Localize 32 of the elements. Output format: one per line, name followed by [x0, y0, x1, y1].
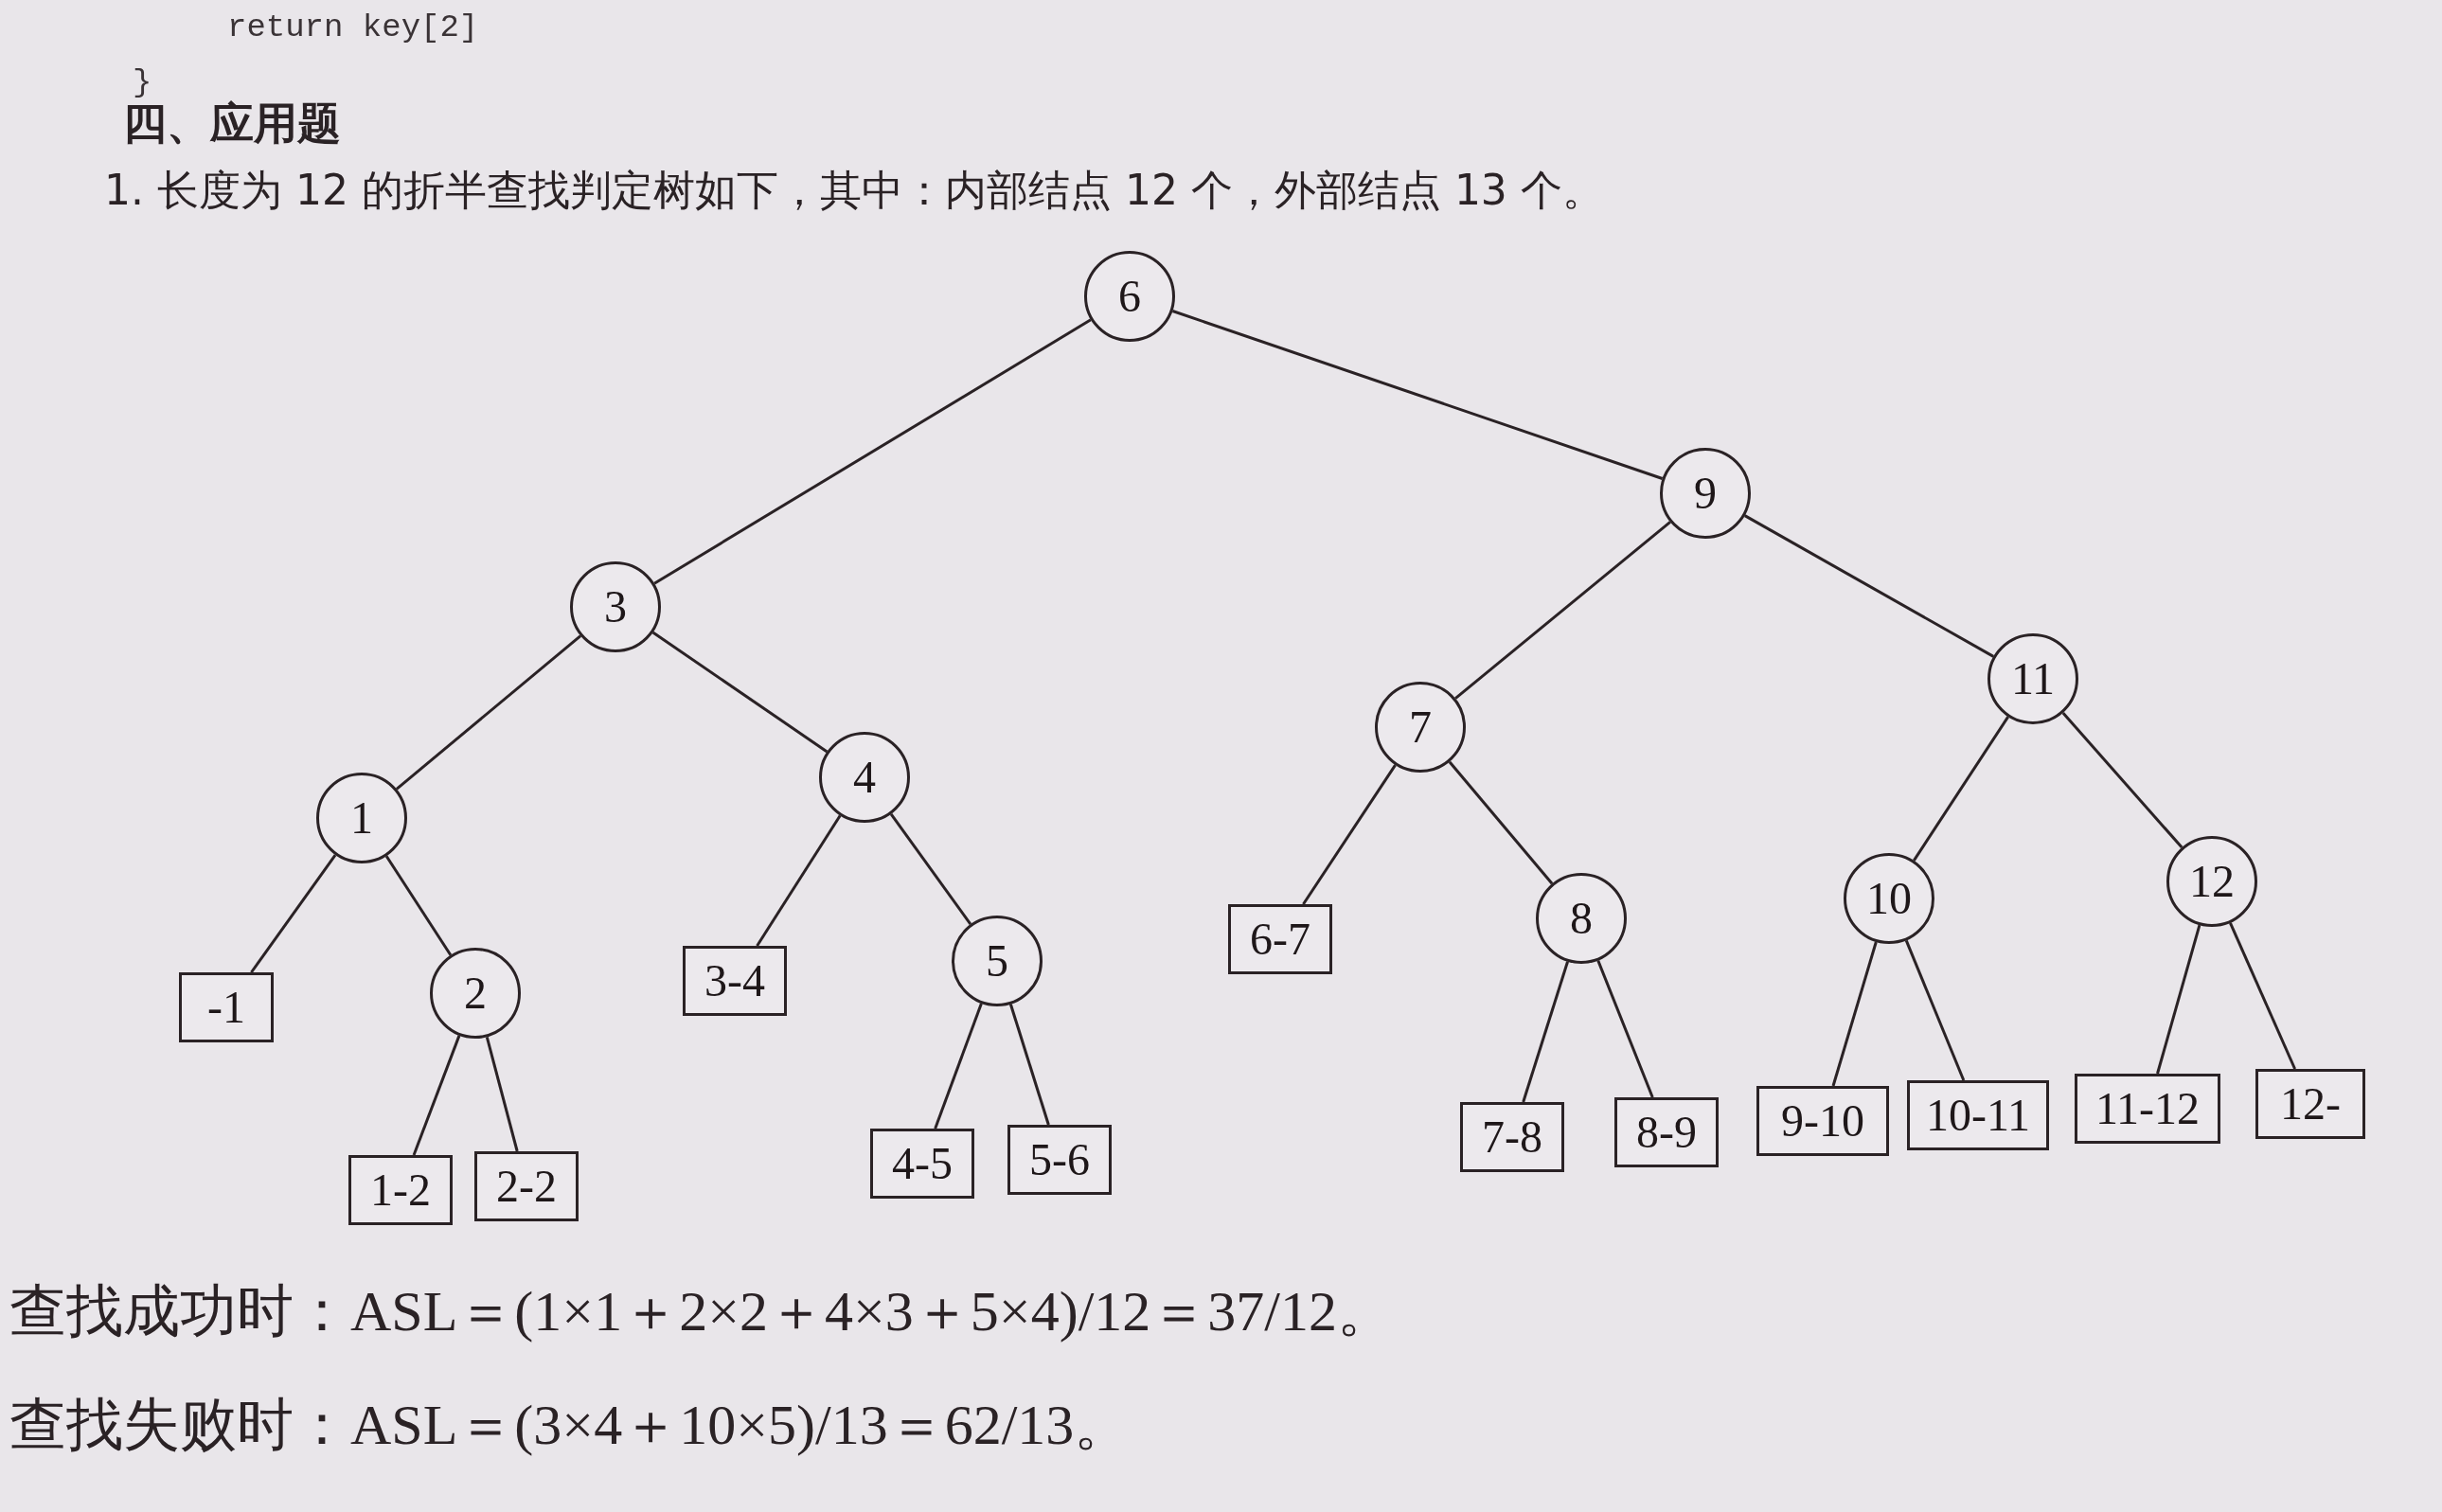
tree-edge [756, 814, 842, 947]
tree-edge [1302, 764, 1397, 905]
tree-edge [1454, 521, 1671, 700]
tree-edge [384, 855, 453, 956]
external-node-box: 2-2 [474, 1151, 579, 1221]
external-node-box: 6-7 [1228, 904, 1332, 974]
tree-edge [2061, 712, 2184, 848]
external-node-box: 3-4 [683, 946, 787, 1016]
tree-edge [651, 631, 829, 754]
tree-edge [2229, 922, 2296, 1070]
external-node-box: -1 [179, 972, 274, 1042]
tree-edge [395, 634, 582, 791]
external-node-box: 1-2 [348, 1155, 453, 1225]
external-node-box: 4-5 [870, 1129, 974, 1199]
code-line: return key[2] [227, 9, 479, 47]
question-text: 1. 长度为 12 的折半查找判定树如下，其中：内部结点 12 个，外部结点 13 个。 [104, 165, 1604, 216]
tree-edge [485, 1037, 519, 1152]
tree-edge [653, 318, 1092, 585]
tree-edge [1744, 514, 1994, 658]
tree-edge [1913, 716, 2009, 862]
external-node-box: 7-8 [1460, 1102, 1564, 1172]
tree-edge [889, 813, 972, 925]
external-node-box: 5-6 [1007, 1125, 1112, 1195]
external-node-box: 9-10 [1756, 1086, 1889, 1156]
formula-text: 查找失败时：ASL＝(3×4＋10×5)/13＝62/13。 [9, 1393, 1132, 1458]
formula-text: 查找成功时：ASL＝(1×1＋2×2＋4×3＋5×4)/12＝37/12。 [9, 1279, 1394, 1344]
tree-edge [250, 854, 337, 973]
external-node-box: 11-12 [2075, 1074, 2220, 1144]
external-node-box: 12- [2255, 1069, 2365, 1139]
tree-edge [1448, 760, 1554, 885]
external-node-box: 8-9 [1614, 1097, 1719, 1167]
external-node-box: 10-11 [1907, 1080, 2049, 1150]
